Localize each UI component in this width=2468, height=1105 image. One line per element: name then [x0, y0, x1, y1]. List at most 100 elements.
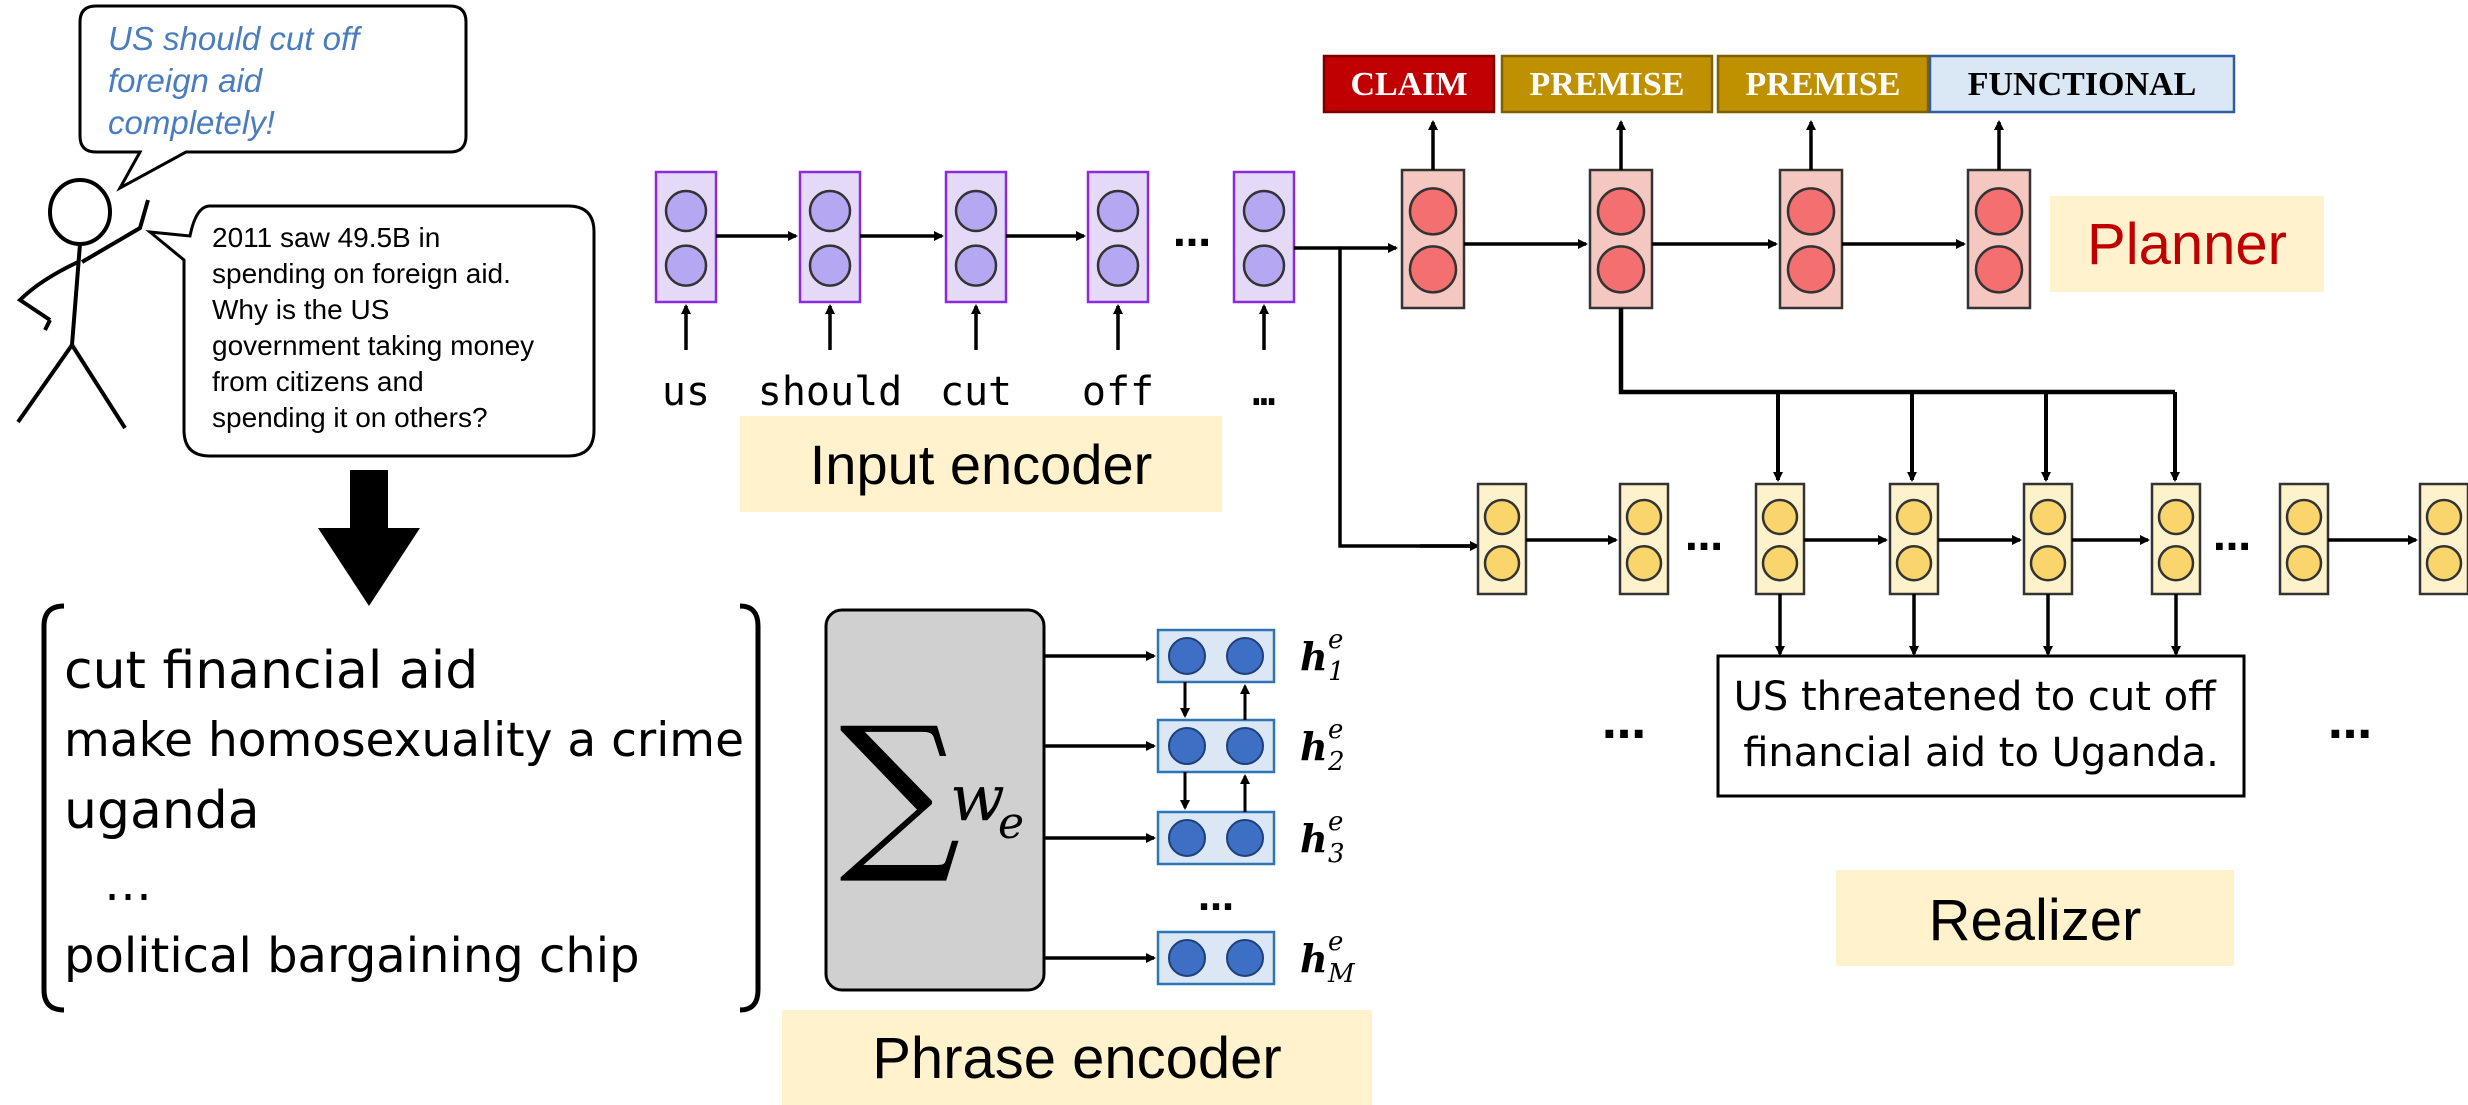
phrase-encoder-ellipsis: … — [1198, 878, 1234, 919]
planner-node — [1596, 187, 1646, 236]
context-line: spending on foreign aid. — [212, 258, 511, 289]
planner-label-box — [2050, 196, 2324, 292]
input-encoder-node — [1242, 244, 1286, 287]
planner-tag-box — [1500, 54, 1714, 114]
context-line: spending it on others? — [212, 402, 488, 433]
claim-line: foreign aid — [108, 62, 264, 99]
realizer-right-ellipsis: … — [2328, 698, 2372, 749]
svg-text:US should cut off foreig: US should cut off foreign aid completely… — [108, 20, 368, 141]
phrase-encoder-node — [1168, 819, 1206, 857]
planner-tag: PREMISE — [1530, 66, 1685, 103]
phrase-state-superscript: e — [1328, 715, 1343, 745]
input-encoder-node — [808, 244, 852, 287]
input-encoder-node — [808, 189, 852, 233]
input-encoder-node — [1096, 189, 1140, 233]
realizer-node — [2029, 544, 2067, 582]
realizer-node — [1483, 544, 1521, 582]
planner — [1400, 120, 2180, 482]
claim-line: completely! — [108, 104, 275, 141]
realizer-node — [2425, 544, 2463, 582]
realizer-output-line: US threatened to cut off — [1734, 674, 2218, 720]
input-ellipsis: … — [1173, 211, 1211, 255]
phrase-encoder-node — [1226, 939, 1264, 977]
input-token: off — [1082, 369, 1154, 415]
realizer-output-line: financial aid to Uganda. — [1743, 730, 2219, 776]
input-encoder-label: Input encoder — [810, 433, 1152, 496]
input-encoder-node — [1242, 189, 1286, 233]
planner-label: Planner — [2087, 212, 2287, 277]
input-encoder-label-box — [740, 416, 1222, 512]
realizer-node — [1895, 498, 1933, 536]
phrase-state-subscript: 2 — [1327, 747, 1345, 777]
planner-node — [1974, 187, 2024, 236]
phrase-encoder-node — [1168, 939, 1206, 977]
realizer-node — [2285, 498, 2323, 536]
phrase-state-superscript: e — [1328, 927, 1343, 957]
person-icon — [16, 178, 150, 430]
planner-tag-box — [1322, 54, 1496, 114]
context-line: Why is the US — [212, 294, 389, 325]
planner-node — [1408, 245, 1458, 294]
realizer-ellipsis: … — [2213, 515, 2251, 559]
realizer-node — [2029, 498, 2067, 536]
input-token: cut — [940, 369, 1012, 415]
claim-line: US should cut off — [108, 20, 363, 57]
planner-node — [1974, 245, 2024, 294]
phrase-state-label: h — [1300, 634, 1328, 679]
phrase-encoder-node — [1168, 637, 1206, 675]
phrase-list: cut financial aid make homosexuality a c… — [41, 603, 761, 1013]
realizer-left-ellipsis: … — [1602, 698, 1646, 749]
realizer-node — [2157, 498, 2195, 536]
phrase-state-superscript: e — [1328, 807, 1343, 837]
context-line: government taking money — [212, 330, 534, 361]
phrase-item: uganda — [64, 781, 260, 841]
phrase-state-label: h — [1300, 816, 1328, 861]
phrase-item: cut financial aid — [64, 641, 478, 701]
phrase-encoder-node — [1226, 727, 1264, 765]
phrase-state-subscript: 3 — [1328, 839, 1345, 869]
phrase-item: make homosexuality a crime — [64, 713, 744, 768]
planner-tag: FUNCTIONAL — [1968, 66, 2197, 103]
planner-tag-box — [1928, 54, 2236, 114]
phrase-state-label: h — [1300, 724, 1328, 769]
input-encoder-node — [664, 244, 708, 287]
connector-line — [1618, 308, 2175, 395]
weighted-sum-block — [824, 608, 1046, 992]
realizer-ellipsis: … — [1685, 515, 1723, 559]
realizer-output-box: US threatened to cut off financial aid t… — [1716, 654, 2246, 798]
down-arrow-icon — [318, 470, 420, 606]
context-speech-bubble: 2011 saw 49.5B in spending on foreign ai… — [145, 204, 596, 458]
phrase-encoder-label: Phrase encoder — [872, 1026, 1281, 1091]
weight-subscript: e — [998, 798, 1024, 849]
svg-text:US threatened to cut off: US threatened to cut off financial aid t… — [1734, 674, 2229, 776]
phrase-encoder-node — [1226, 819, 1264, 857]
connector-line — [1294, 246, 1476, 548]
weight-symbol: w — [950, 762, 1005, 836]
right-bracket — [739, 603, 761, 1013]
planner-node — [1786, 187, 1836, 236]
input-encoder-node — [954, 244, 998, 287]
context-line: from citizens and — [212, 366, 424, 397]
input-token: … — [1253, 370, 1276, 414]
realizer-node — [1895, 544, 1933, 582]
input-encoder-node — [954, 189, 998, 233]
planner-tag: PREMISE — [1746, 66, 1901, 103]
phrase-state-subscript: 1 — [1328, 657, 1345, 687]
context-line: 2011 saw 49.5B in — [212, 222, 440, 253]
realizer-node — [1761, 544, 1799, 582]
phrase-state-superscript: e — [1328, 625, 1343, 655]
claim-speech-bubble: US should cut off foreign aid completely… — [78, 4, 468, 192]
phrase-state-label: h — [1300, 936, 1328, 981]
realizer-node — [1625, 498, 1663, 536]
phrase-state-subscript: M — [1327, 959, 1356, 989]
svg-text:2011 saw 49.5B in spendi: 2011 saw 49.5B in spending on foreign ai… — [212, 222, 542, 433]
realizer-node — [2285, 544, 2323, 582]
realizer-node — [1625, 544, 1663, 582]
planner-node — [1408, 187, 1458, 236]
left-bracket — [41, 603, 65, 1013]
phrase-encoder-node — [1226, 637, 1264, 675]
